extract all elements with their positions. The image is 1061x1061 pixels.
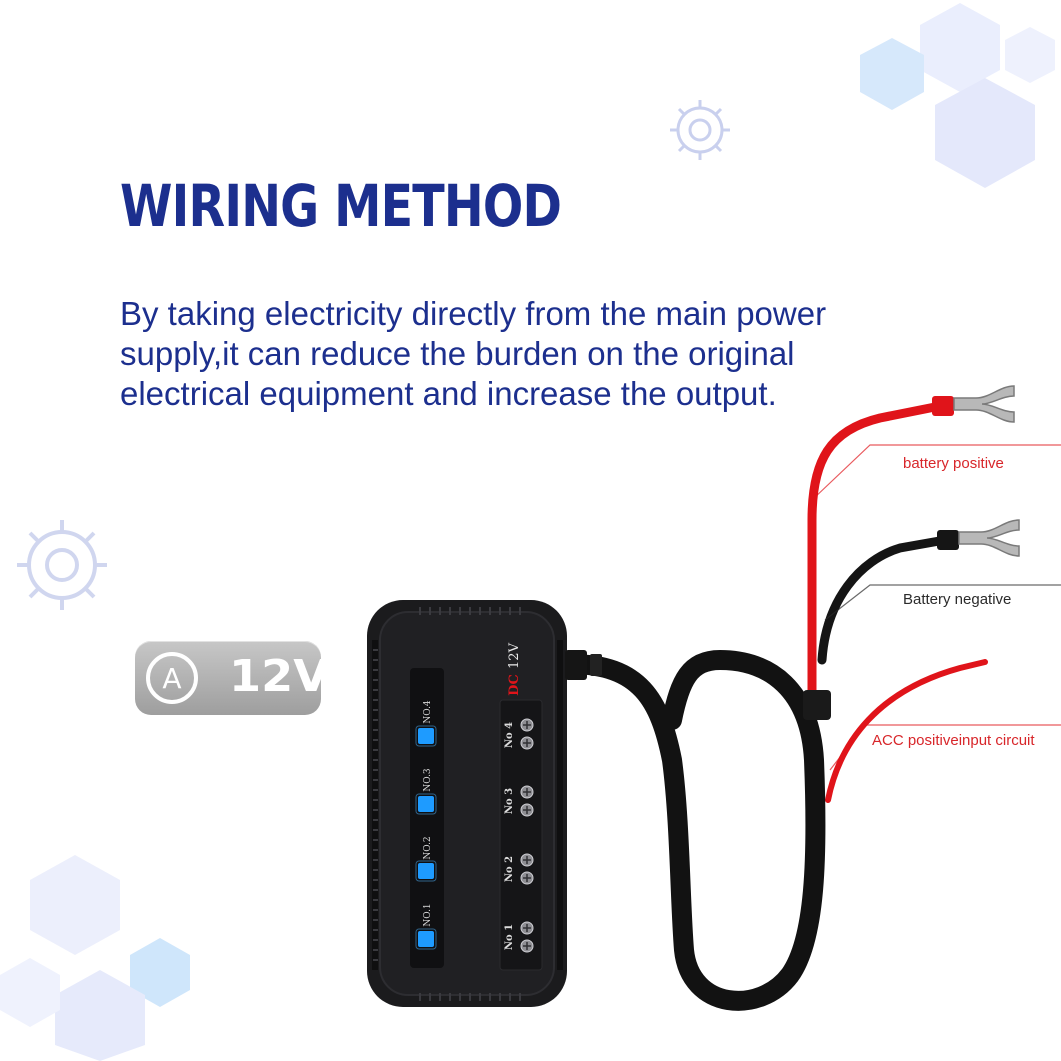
led-label: NO.3: [423, 768, 433, 792]
led-indicator: [418, 796, 434, 812]
wire-label-acc: ACC positiveinput circuit: [872, 732, 1035, 749]
acc-icon: A: [146, 652, 198, 704]
device-voltage-label: 12V: [507, 642, 522, 669]
terminal-label: No 2: [504, 856, 515, 882]
fuse-box-device: [367, 600, 602, 1007]
fork-terminal-negative: [937, 519, 1020, 557]
led-label: NO.1: [423, 903, 433, 926]
badge-voltage: 12V: [229, 651, 330, 702]
positive-wire: [807, 401, 945, 735]
page-title: WIRING METHOD: [120, 172, 562, 240]
led-indicator: [418, 931, 434, 947]
terminal-label: No 3: [504, 788, 515, 814]
callout-line-positive: [811, 444, 1061, 501]
gear-icon: [670, 100, 730, 160]
voltage-badge: A 12V: [135, 641, 329, 715]
led-indicators: [415, 725, 437, 950]
callout-line-negative: [824, 584, 1061, 621]
led-indicator: [418, 728, 434, 744]
wire-label-battery-positive: battery positive: [903, 455, 1004, 472]
wire-label-battery-negative: Battery negative: [903, 591, 1012, 608]
led-indicator: [418, 863, 434, 879]
hexagon-cluster-top-right: [860, 3, 1055, 188]
negative-wire: [817, 535, 950, 665]
callout-line-acc: [829, 724, 1061, 771]
led-label: NO.4: [423, 700, 433, 724]
description: By taking electricity directly from the …: [120, 294, 920, 414]
terminal-label: No 4: [504, 722, 515, 748]
description-line: electrical equipment and increase the ou…: [120, 375, 777, 412]
led-label: NO.2: [423, 836, 433, 859]
main-cable: [560, 649, 826, 1011]
device-brand-mark: DC: [507, 674, 522, 696]
terminal-label: No 1: [504, 924, 515, 950]
gear-icon: [17, 520, 107, 610]
badge-icon-letter: A: [162, 662, 181, 695]
fork-terminal-positive: [932, 385, 1015, 423]
hexagon-cluster-bottom-left: [0, 855, 190, 1061]
description-line: supply,it can reduce the burden on the o…: [120, 335, 795, 372]
acc-wire: [825, 659, 988, 803]
description-line: By taking electricity directly from the …: [120, 295, 827, 332]
